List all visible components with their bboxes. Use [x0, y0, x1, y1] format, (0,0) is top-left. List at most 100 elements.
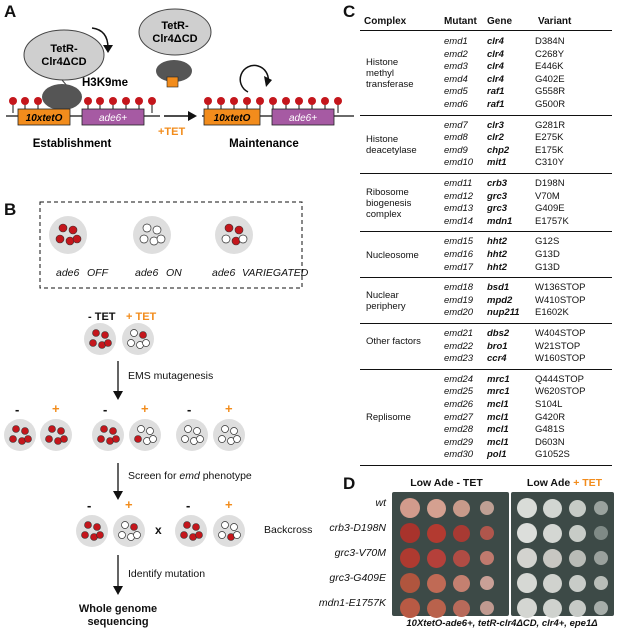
- table-cell-mutant: emd7: [444, 119, 468, 131]
- table-cell-mutant: emd8: [444, 132, 468, 144]
- colony-spot: [426, 573, 446, 593]
- sign-minus-4: -: [87, 498, 92, 513]
- circular-arrow: [239, 64, 269, 93]
- sign-plus-1: +: [52, 401, 60, 416]
- colony-spot: [568, 574, 586, 592]
- table-cell-gene: mpd2: [487, 294, 513, 306]
- table-cell-variant: G500R: [535, 99, 566, 110]
- table-cell-gene: bro1: [487, 340, 508, 352]
- strain-label: mdn1-E1757K: [318, 597, 386, 609]
- step-identify: Identify mutation: [128, 568, 206, 580]
- nucleosome-pins-left: [9, 97, 156, 113]
- colony-spot: [542, 573, 562, 593]
- colony-spot: [568, 499, 586, 517]
- colony-spot: [568, 524, 586, 542]
- table-cell-mutant: emd4: [444, 73, 468, 85]
- colony-spot: [400, 498, 420, 518]
- minus-tet-label: - TET: [88, 311, 116, 323]
- table-cell-gene: hht2: [487, 236, 508, 248]
- arrow-down-2: [113, 491, 123, 500]
- table-cell-gene: mcl1: [487, 424, 509, 436]
- colony-spot: [517, 598, 537, 618]
- table-cell-gene: mcl1: [487, 411, 509, 423]
- table-cell-variant: Q444STOP: [535, 373, 584, 385]
- arrow-down-1: [113, 391, 123, 400]
- colony-spot: [568, 599, 586, 617]
- maintenance-label: Maintenance: [229, 138, 299, 150]
- table-cell-variant: W410STOP: [535, 294, 586, 306]
- legend-state-off: OFF: [87, 267, 108, 279]
- table-cell-gene: chp2: [487, 144, 510, 156]
- table-cell-mutant: emd3: [444, 61, 468, 73]
- sign-minus-5: -: [186, 498, 191, 513]
- ade-box-right: [271, 108, 335, 126]
- colony-spot: [426, 498, 446, 518]
- complex-label: Nucleosome: [366, 249, 419, 261]
- table-cell-mutant: emd27: [444, 411, 474, 423]
- complex-label: Histone deacetylase: [366, 133, 417, 156]
- table-cell-variant: W620STOP: [535, 386, 586, 398]
- plate-header-plus-tet: Low Ade + TET: [526, 477, 603, 489]
- cross-symbol: x: [155, 523, 162, 537]
- table-cell-mutant: emd29: [444, 436, 474, 448]
- table-cell-gene: clr4: [487, 73, 504, 85]
- table-cell-variant: G558R: [535, 86, 566, 98]
- table-header-rule: [360, 30, 612, 31]
- table-cell-gene: grc3: [487, 203, 508, 215]
- table-cell-mutant: emd26: [444, 398, 474, 410]
- table-cell-gene: mit1: [487, 157, 507, 169]
- table-cell-variant: E175K: [535, 144, 564, 156]
- ade-label-left: ade6+: [99, 113, 127, 124]
- legend-state-variegated: VARIEGATED: [242, 267, 309, 279]
- strain-label: grc3-G409E: [329, 572, 386, 584]
- table-cell-gene: clr3: [487, 119, 504, 131]
- panel-a-diagram: TetR- Clr4ΔCD H3K9me TetR- Clr4ΔCD 10xte…: [6, 8, 354, 150]
- table-cell-variant: E1757K: [535, 215, 569, 227]
- step-screen: Screen for emd phenotype: [128, 470, 252, 482]
- table-cell-variant: G13D: [535, 261, 560, 273]
- protein-label-right-l2: Clr4ΔCD: [152, 33, 197, 45]
- table-cell-gene: mcl1: [487, 436, 509, 448]
- table-cell-gene: mdn1: [487, 215, 513, 227]
- table-cell-gene: clr4: [487, 48, 504, 60]
- table-cell-variant: G281R: [535, 119, 566, 131]
- table-cell-variant: G409E: [535, 203, 565, 215]
- complex-label: Other factors: [366, 335, 421, 347]
- colony-spot: [517, 548, 537, 568]
- legend-gene-3: ade6: [212, 267, 236, 279]
- protein-label-left-l2: Clr4ΔCD: [41, 56, 86, 68]
- table-cell-mutant: emd15: [444, 236, 474, 248]
- table-cell-variant: E446K: [535, 61, 564, 73]
- colony-spot: [426, 523, 446, 543]
- table-cell-mutant: emd18: [444, 282, 474, 294]
- strain-label: crb3-D198N: [329, 522, 386, 534]
- table-cell-variant: E1602K: [535, 307, 569, 319]
- colony-spot: [480, 576, 494, 590]
- mark-label: H3K9me: [82, 77, 128, 89]
- table-cell-gene: mrc1: [487, 373, 510, 385]
- col-header-variant: Variant: [538, 16, 572, 27]
- legend-gene-1: ade6: [56, 267, 80, 279]
- colony-spot: [480, 501, 494, 515]
- table-cell-gene: ccr4: [487, 353, 507, 365]
- complex-label: Replisome: [366, 412, 411, 424]
- backcross-label: Backcross: [264, 524, 313, 536]
- panel-a-letter: A: [4, 2, 17, 21]
- table-cell-mutant: emd28: [444, 424, 474, 436]
- mutant-pairs: [4, 419, 245, 451]
- table-cell-mutant: emd23: [444, 353, 474, 365]
- tetO-label-right: 10xtetO: [214, 113, 251, 124]
- table-cell-mutant: emd10: [444, 157, 474, 169]
- table-cell-mutant: emd9: [444, 144, 468, 156]
- legend-dish-on: [133, 216, 171, 254]
- plus-tet-label: + TET: [126, 311, 157, 323]
- table-cell-variant: D198N: [535, 178, 565, 189]
- table-cell-mutant: emd21: [444, 328, 474, 339]
- table-cell-gene: hht2: [487, 248, 508, 260]
- table-cell-variant: G13D: [535, 248, 560, 260]
- protein-bubble-right: [138, 8, 212, 56]
- table-cell-gene: clr4: [487, 36, 504, 47]
